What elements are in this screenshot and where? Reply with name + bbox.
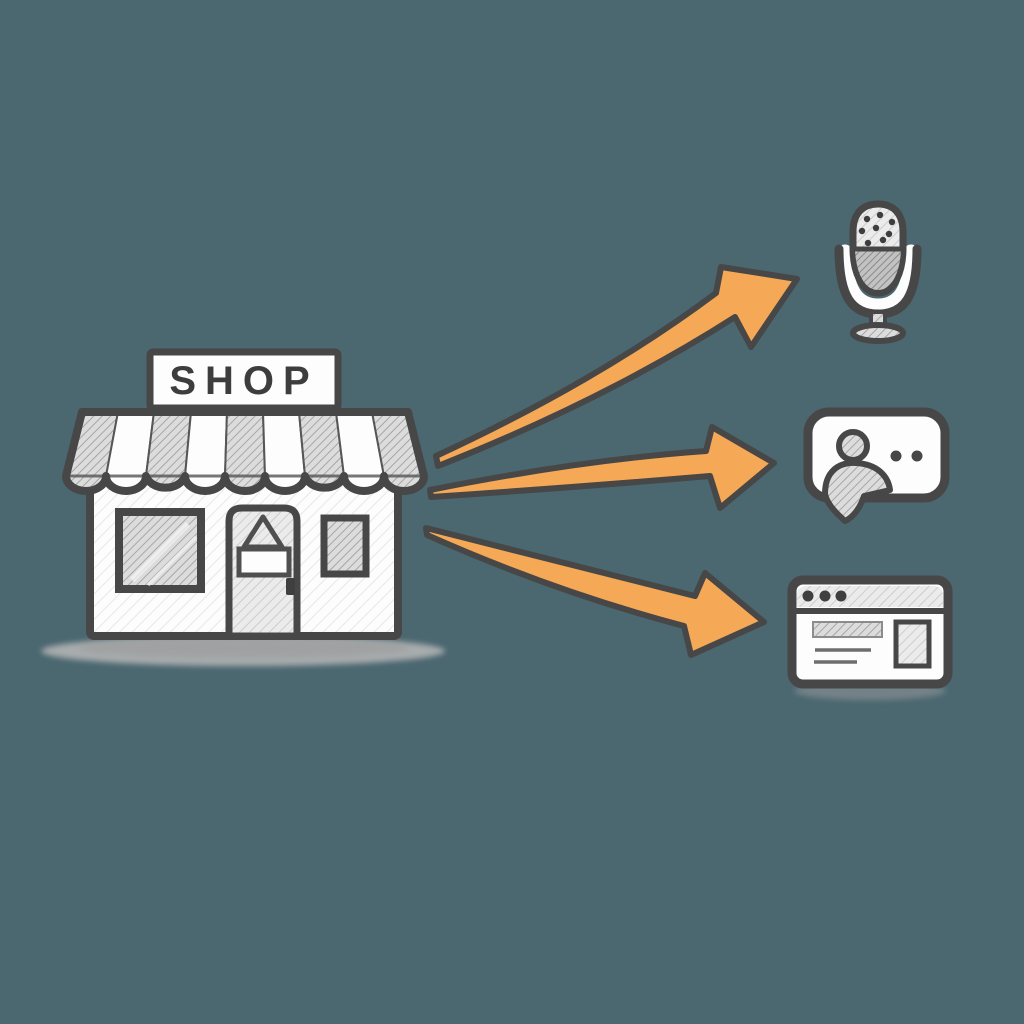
grille-dot (888, 218, 896, 226)
shop-sign-label: SHOP (169, 359, 318, 403)
browser-window-dot (835, 590, 847, 602)
arrow-to-browser (423, 525, 767, 658)
shop-door (225, 504, 301, 640)
ground-shadow-inner (78, 638, 408, 658)
chat-person-body-tail (822, 459, 893, 524)
grille-dot (885, 230, 893, 238)
arrow-to-chat (427, 424, 777, 511)
grille-dot (858, 227, 866, 235)
shop-window-right (320, 514, 370, 578)
door-sign (236, 546, 292, 578)
grille-dot (863, 215, 871, 223)
browser-toolbar (797, 586, 943, 607)
shop-sign-board (146, 348, 342, 412)
microphone-icon (834, 200, 922, 344)
grille-dot (876, 211, 884, 219)
shop-storefront: SHOP (41, 348, 445, 666)
window-glare (129, 521, 191, 583)
arrow-to-microphone (433, 264, 800, 469)
chat-dot (911, 450, 923, 462)
grille-dot (872, 224, 880, 232)
window-glare (146, 535, 198, 587)
shop-sign: SHOP (146, 348, 342, 412)
grille-dot (864, 239, 872, 247)
awning-outline (62, 408, 428, 495)
browser-heading-block (812, 621, 883, 638)
grille-dot (879, 236, 887, 244)
mic-capsule-shaded (855, 250, 901, 290)
awning-stripe (224, 411, 266, 492)
shop-window-left (115, 508, 205, 593)
arrows (423, 264, 800, 658)
ground-shadow (41, 636, 445, 666)
chat-dot (890, 450, 902, 462)
mic-cradle-gap (837, 244, 919, 314)
mic-grille-dots (858, 211, 896, 247)
browser-window-icon (787, 575, 953, 700)
browser-window-dot (802, 590, 814, 602)
mic-base (850, 322, 906, 344)
chat-person-head (836, 429, 870, 463)
shop-awning (62, 408, 428, 495)
chat-bubble-icon (803, 407, 950, 524)
browser-window-dot (819, 590, 831, 602)
door-knob (286, 578, 295, 595)
browser-image-placeholder (893, 619, 932, 669)
